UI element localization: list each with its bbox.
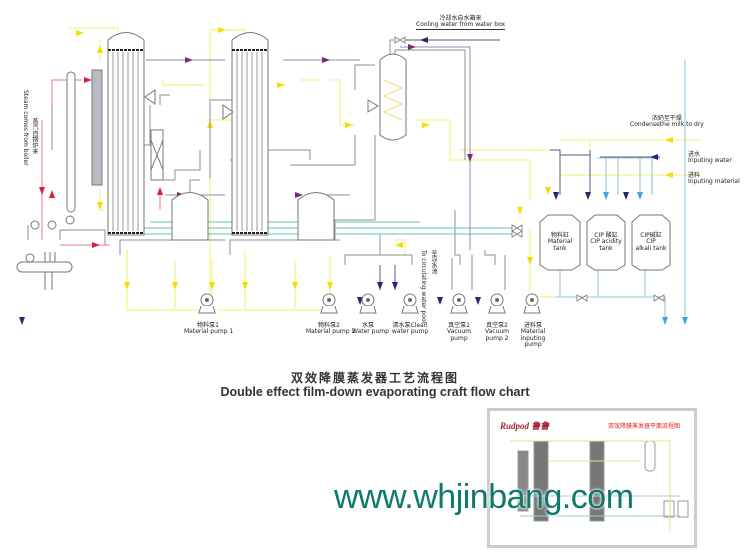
pump-icon [523, 293, 541, 314]
pump-icons [198, 293, 541, 314]
separator-1 [171, 192, 209, 241]
inputing-water-label-en: Inputing water [688, 157, 732, 165]
tank-label-line: CIP [646, 238, 656, 246]
cooling-arrows [19, 37, 658, 325]
separator-2 [297, 192, 335, 241]
cip-alkali-tank-label: CIP碱缸 CIP alkali tank [633, 232, 669, 252]
thumbnail-preview: Rudpod 鲁鲁 双效降膜蒸发器平面流程图 [487, 408, 697, 548]
tank-label-line: tank [599, 244, 613, 252]
condenser [367, 53, 407, 141]
steam-label-cn: 蒸汽自锅炉来 [31, 118, 38, 154]
cip-arrows [603, 192, 688, 325]
chart-title-cn: 双效降膜蒸发器工艺流程图 [290, 371, 459, 385]
pump-label-material-1: 物料泵1 Material pump 1 [184, 322, 234, 336]
pump-icon [488, 293, 506, 314]
condense-milk-label-en: Condensethe milk to dry [630, 121, 704, 129]
inputing-material-label-cn: 进料 [688, 172, 701, 179]
pump-label-cn: 真空泵2 [486, 322, 508, 329]
steam-label: 蒸汽自锅炉来 [30, 118, 39, 154]
inputing-water-label: 进水 Inputing water [688, 151, 732, 165]
tank-label-line: Material [547, 238, 573, 246]
pump-label-en: Material pump 2 [306, 328, 356, 336]
cooling-water-label: 冷却水自水箱来 Cooling water from water box [416, 15, 506, 30]
condense-milk-label: 浓奶至干燥 Condensethe milk to dry [630, 115, 704, 129]
thumbnail-brand: Rudpod 鲁鲁 [500, 421, 550, 431]
condense-milk-label-cn: 浓奶至干燥 [651, 115, 682, 122]
pump-label-cn: 清水泵Clean [392, 322, 428, 329]
pump-label-material-2: 物料泵2 Material pump 2 [306, 322, 356, 336]
pump-label-cn: 物料泵2 [318, 322, 340, 329]
tank-label-line: 物料缸 [550, 232, 569, 239]
tank-label-line: CIP 酸缸 [594, 232, 618, 239]
pump-label-en: Vacuum pump [446, 328, 472, 342]
pump-label-en: Material pump 1 [184, 328, 234, 336]
pump-label-en: Vacuum pump 2 [484, 328, 510, 342]
steam-label-en: Steam comes from boiler [22, 90, 29, 166]
cip-acid-tank-label: CIP 酸缸 CIP acidity tank [588, 232, 624, 252]
cooling-water-label-cn: 冷却水自水箱来 [439, 15, 482, 22]
tank-label-line: CIP acidity [590, 238, 622, 246]
preheater [65, 71, 76, 225]
evaporator-1 [107, 32, 145, 236]
pump-icon [450, 293, 468, 314]
pump-label-cn: 水泵 [361, 322, 374, 329]
pump-label-cn: 真空泵1 [448, 322, 470, 329]
pump-label-material-inputing: 进料泵 Material inputing pump [516, 322, 550, 348]
pump-label-water: 水泵 Water pump [352, 322, 389, 336]
material-tank-label: 物料缸 Material tank [543, 232, 577, 252]
pump-label-clean-water: 清水泵Clean water pump [388, 322, 432, 336]
watermark: www.whjinbang.com [334, 478, 634, 516]
condenser-tube [91, 69, 103, 186]
tank-label-line: alkali tank [635, 244, 667, 252]
pump-label-en: water pump [391, 328, 429, 336]
cooling-pool-label: 至凉水池 [429, 250, 438, 274]
pump-label-vacuum-2: 真空泵2 Vacuum pump 2 [482, 322, 512, 342]
tank-label-line: CIP碱缸 [640, 232, 662, 239]
tank-label-line: tank [553, 244, 567, 252]
cooling-pool-label-cn: 至凉水池 [430, 250, 437, 274]
steam-manifold [16, 220, 73, 290]
pump-label-cn: 物料泵1 [197, 322, 219, 329]
valve-icons [394, 36, 665, 302]
cip-alkali-tank-vessel [631, 214, 671, 271]
thumbnail-title: 双效降膜蒸发器平面流程图 [608, 423, 681, 430]
cooling-pool-label-en: To circulating water pool [420, 250, 427, 324]
vacuum-arrows [177, 44, 473, 198]
cip-acid-tank-vessel [586, 214, 626, 271]
pump-icon [359, 293, 377, 314]
steam-label-english: Steam comes from boiler [22, 90, 29, 166]
inputing-material-label: 进料 Inputing material [688, 172, 740, 186]
cip-return-pipes [555, 60, 686, 320]
pump-label-en: Water pump [352, 328, 389, 336]
cooling-water-label-en: Cooling water from water box [416, 21, 506, 30]
thermo-compressor [144, 89, 164, 181]
material-tank-vessel [539, 214, 581, 271]
pump-icon [401, 293, 419, 314]
pump-label-vacuum-1: 真空泵1 Vacuum pump [444, 322, 474, 342]
pump-label-en: Material inputing pump [520, 328, 546, 348]
pump-icon [198, 293, 216, 314]
inputing-material-label-en: Inputing material [688, 178, 740, 186]
pump-label-cn: 进料泵 [523, 322, 542, 329]
inputing-water-label-cn: 进水 [688, 151, 701, 158]
steam-arrows [39, 77, 163, 248]
pump-icon [320, 293, 338, 314]
thumbnail-diagram [510, 440, 689, 531]
chart-title-en: Double effect film-down evaporating craf… [220, 385, 530, 399]
evaporator-2 [222, 32, 269, 236]
cooling-pool-label-english: To circulating water pool [420, 250, 427, 323]
